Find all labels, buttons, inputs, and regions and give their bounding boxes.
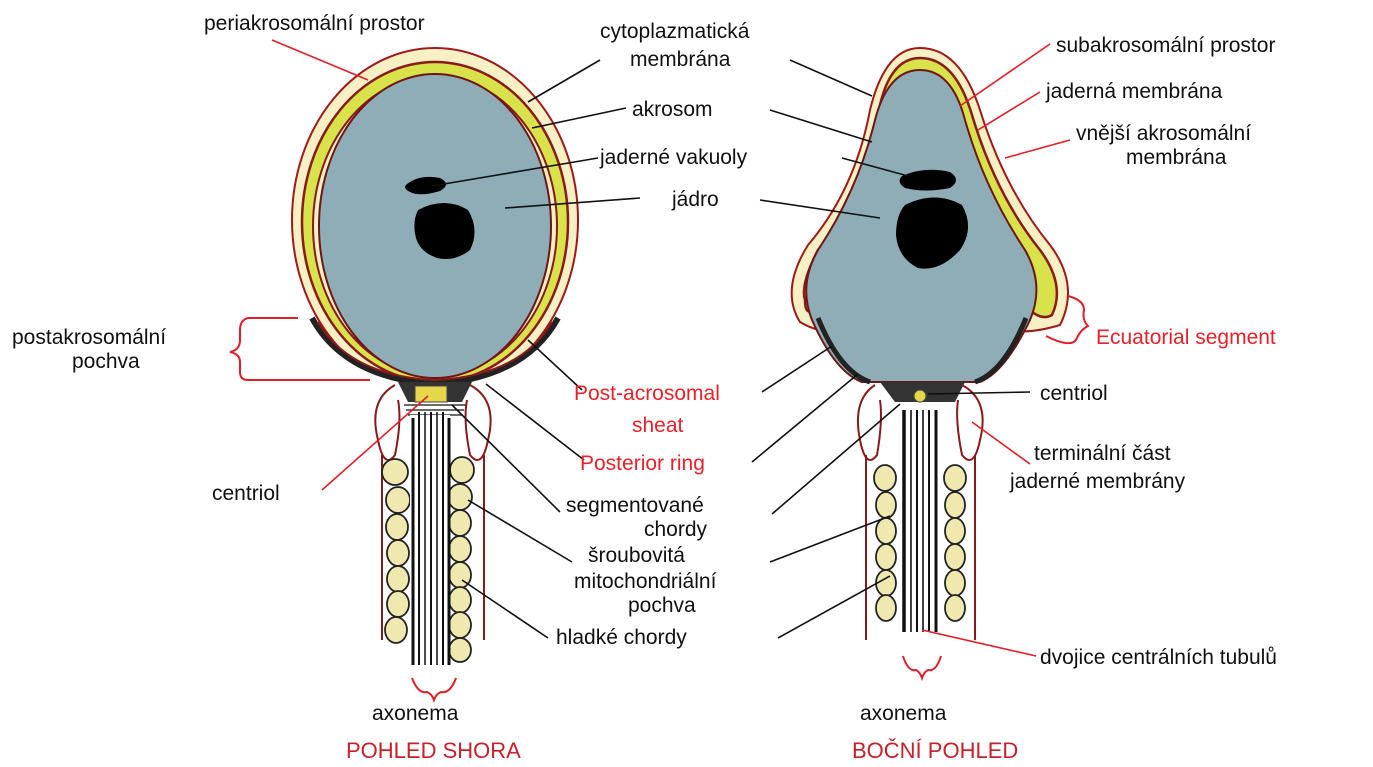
right-sperm-drawing bbox=[792, 48, 1088, 678]
right-axoneme bbox=[902, 410, 940, 635]
title-bocni-pohled: BOČNÍ POHLED bbox=[852, 738, 1018, 763]
label-cytoplazmaticka-1: cytoplazmatická bbox=[600, 20, 750, 43]
label-subakrosomalni: subakrosomální prostor bbox=[1056, 34, 1275, 57]
label-ecuatorial-segment: Ecuatorial segment bbox=[1096, 326, 1276, 349]
left-centriol-block bbox=[415, 386, 447, 402]
label-post-acrosomal-2: sheat bbox=[632, 414, 684, 437]
label-vnejsi-2: membrána bbox=[1126, 146, 1227, 169]
label-post-acrosomal-1: Post-acrosomal bbox=[574, 382, 720, 405]
label-segmentovane-1: segmentované bbox=[566, 494, 704, 517]
label-centriol-right: centriol bbox=[1040, 382, 1108, 405]
leader-periakrosomalni bbox=[272, 40, 368, 80]
label-terminalni-2: jaderné membrány bbox=[1009, 470, 1186, 493]
label-cytoplazmaticka-2: membrána bbox=[630, 48, 731, 71]
label-posterior-ring: Posterior ring bbox=[580, 452, 705, 475]
label-dvojice: dvojice centrálních tubulů bbox=[1040, 646, 1277, 669]
label-axonema-right: axonema bbox=[860, 702, 947, 725]
label-sroubovita-3: pochva bbox=[628, 594, 696, 617]
leader-cytoplazmaticka-left bbox=[528, 60, 600, 102]
leader-terminalni bbox=[972, 422, 1030, 464]
leader-cytoplazmaticka-right bbox=[790, 60, 872, 96]
label-axonema-left: axonema bbox=[372, 702, 459, 725]
left-sperm-drawing bbox=[292, 48, 578, 700]
leader-posterior-ring-left bbox=[486, 384, 584, 460]
label-terminalni-1: terminální část bbox=[1034, 442, 1171, 465]
leader-akrosom-right bbox=[770, 110, 872, 142]
leader-jaderna-membrana bbox=[978, 92, 1040, 130]
label-sroubovita-1: šroubovitá bbox=[588, 544, 685, 567]
label-postakrosomalni-2: pochva bbox=[72, 350, 140, 373]
title-pohled-shora: POHLED SHORA bbox=[346, 738, 521, 763]
leader-dvojice bbox=[922, 630, 1036, 656]
text-labels: periakrosomální prostor cytoplazmatická … bbox=[12, 12, 1277, 763]
label-akrosom: akrosom bbox=[632, 98, 713, 121]
leader-sroubovita-right bbox=[770, 516, 890, 562]
right-centriol bbox=[914, 390, 926, 402]
label-centriol-left: centriol bbox=[212, 482, 280, 505]
label-postakrosomalni-1: postakrosomální bbox=[12, 326, 166, 349]
leader-hladke-right bbox=[778, 576, 890, 638]
leader-vnejsi bbox=[1005, 140, 1070, 158]
left-terminal-membrane bbox=[375, 385, 399, 460]
label-periakrosomalni: periakrosomální prostor bbox=[204, 12, 425, 35]
leader-hladke-left bbox=[462, 580, 548, 638]
label-segmentovane-2: chordy bbox=[644, 518, 708, 541]
left-axonema-brace bbox=[412, 678, 456, 700]
label-jadro: jádro bbox=[671, 188, 719, 211]
leader-subakrosomalni bbox=[960, 44, 1050, 106]
label-vnejsi-1: vnější akrosomální bbox=[1076, 122, 1251, 145]
right-terminal-membrane-right bbox=[957, 385, 983, 460]
label-sroubovita-2: mitochondriální bbox=[574, 570, 717, 593]
leader-post-acrosomal-right bbox=[762, 346, 832, 392]
right-axonema-brace bbox=[903, 656, 941, 678]
label-jaderna-membrana: jaderná membrána bbox=[1045, 80, 1223, 103]
label-hladke-chordy: hladké chordy bbox=[556, 626, 687, 649]
label-jaderne-vakuoly: jaderné vakuoly bbox=[599, 146, 748, 169]
left-axoneme bbox=[410, 412, 450, 665]
